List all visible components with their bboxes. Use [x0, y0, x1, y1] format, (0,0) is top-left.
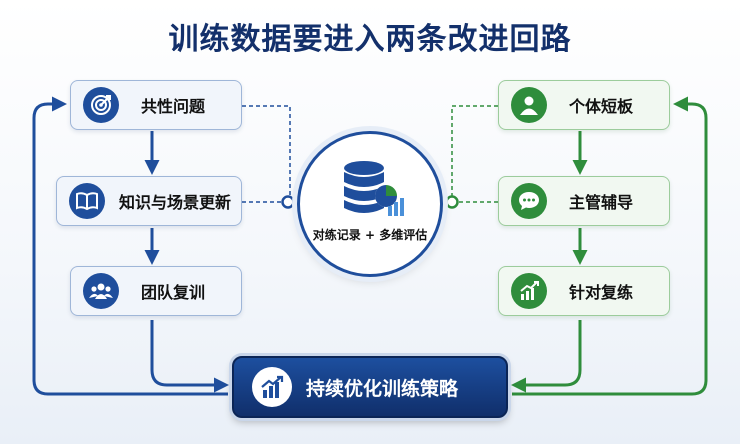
- node-team-retraining: 团队复训: [70, 266, 242, 316]
- book-icon: [69, 183, 105, 219]
- node-individual-weakness: 个体短板: [498, 80, 670, 130]
- arrow-common-to-result: [150, 320, 229, 393]
- growth-chart-icon: [511, 273, 547, 309]
- node-label: 共性问题: [141, 97, 206, 116]
- node-common-issues: 共性问题: [70, 80, 242, 130]
- database-chart-icon: [342, 158, 408, 224]
- arrow-retrain-to-result: [511, 320, 582, 393]
- hub-label: 对练记录 + 多维评估: [312, 228, 428, 242]
- node-manager-coaching: 主管辅导: [498, 176, 670, 226]
- node-label: 针对复练: [569, 283, 634, 302]
- person-icon: [511, 87, 547, 123]
- diagram-title: 训练数据要进入两条改进回路: [168, 22, 572, 57]
- target-icon: [83, 87, 119, 123]
- chat-bubble-icon: [511, 183, 547, 219]
- dashed-link-individual-weakness: [451, 105, 498, 198]
- left-feedback-loop: [32, 96, 228, 396]
- node-targeted-retraining: 针对复练: [498, 266, 670, 316]
- node-label: 个体短板: [569, 97, 634, 116]
- left-connector-node: [281, 195, 295, 209]
- hub-training-records: 对练记录 + 多维评估: [297, 131, 443, 277]
- node-label: 主管辅导: [569, 193, 634, 212]
- team-icon: [83, 273, 119, 309]
- trend-chart-icon: [252, 367, 292, 407]
- node-label: 知识与场景更新: [119, 193, 232, 212]
- result-label: 持续优化训练策略: [306, 377, 459, 400]
- right-feedback-loop: [512, 96, 708, 396]
- node-knowledge-scene-update: 知识与场景更新: [56, 176, 242, 226]
- dashed-link-common-issues: [242, 105, 291, 198]
- node-continuous-optimization: 持续优化训练策略: [232, 356, 508, 418]
- node-label: 团队复训: [141, 283, 206, 302]
- right-connector-node: [445, 195, 459, 209]
